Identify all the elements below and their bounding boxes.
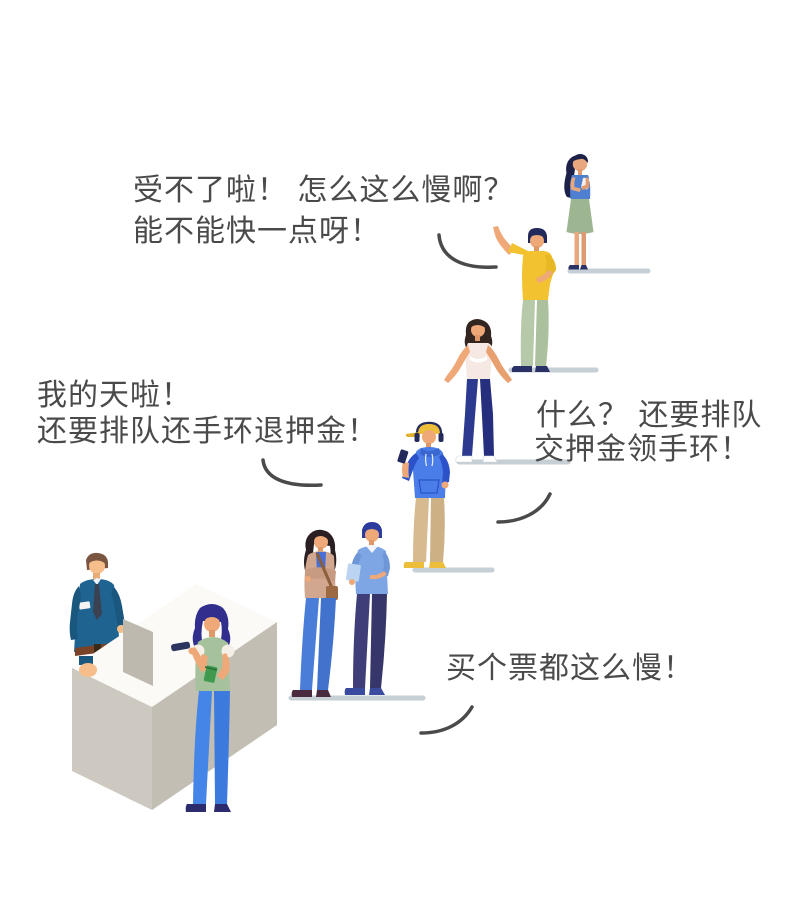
tail-refund [261,458,323,488]
counter-riser-panel [123,619,153,686]
speech-tail-curves [261,233,552,735]
staff-hand-on-desk [79,656,97,677]
speech-refund-line1: 我的天啦！ [37,379,192,412]
figure-man-yellow-shirt-waving [493,226,556,372]
speech-refund-line2: 还要排队还手环退押金！ [37,415,378,448]
figure-customer-at-counter [171,604,235,812]
speech-deposit-line1: 什么？ 还要排队 [536,399,763,432]
speech-impatient-line1: 受不了啦！ 怎么这么慢啊？ [133,174,515,207]
speech-impatient-line2: 能不能快一点呀！ [133,215,381,248]
speech-deposit-line2: 交押金领手环！ [534,433,751,466]
speech-ticket-line1: 买个票都这么慢！ [446,652,694,685]
figure-woman-checking-phone [564,153,594,270]
tail-ticket [419,705,474,735]
figure-man-blue-hoodie [397,421,450,568]
tail-impatient [437,233,498,269]
figure-staff-member [69,552,125,656]
tail-deposit [496,492,552,524]
counter-front-face [72,668,152,810]
figure-woman-white-tee [444,319,512,463]
figure-couple-discussing [291,522,390,697]
